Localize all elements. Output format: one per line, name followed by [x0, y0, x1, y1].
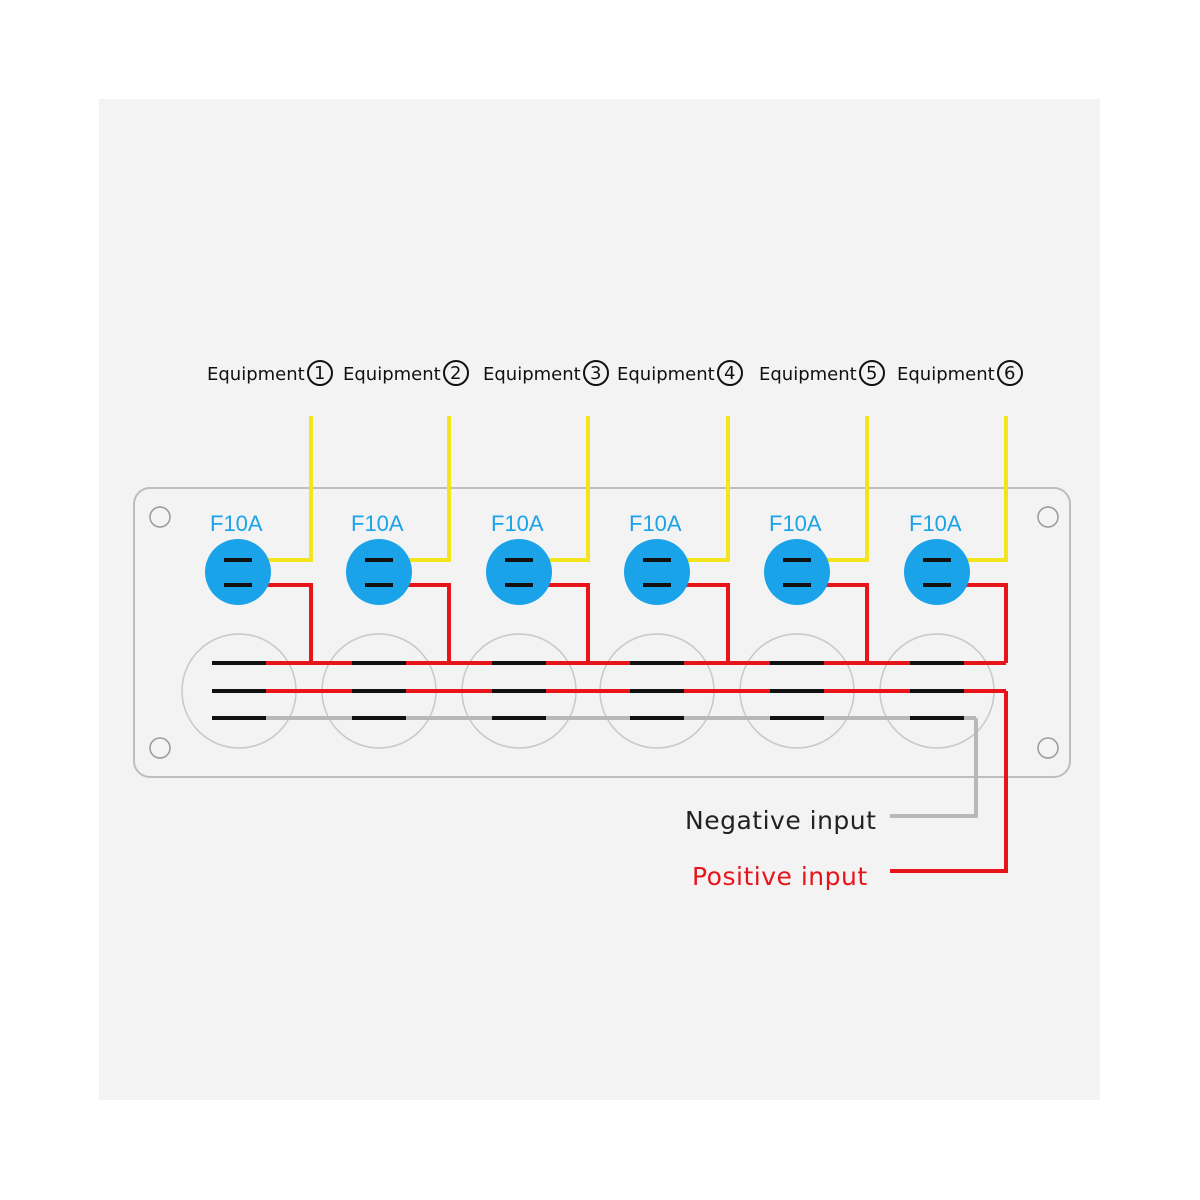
fuse-rating-label-1: F10A	[210, 511, 263, 536]
equipment-number: 6	[996, 360, 1023, 386]
fuse-rating-label-2: F10A	[351, 511, 404, 536]
equipment-label-text: Equipment	[207, 364, 305, 385]
negative-input-label: Negative input	[685, 806, 877, 835]
equipment-label-text: Equipment	[617, 364, 715, 385]
fuse-6	[904, 539, 970, 605]
mounting-hole-bottom-right	[1037, 737, 1059, 759]
mounting-hole-top-left	[149, 506, 171, 528]
equipment-label-text: Equipment	[759, 364, 857, 385]
fuse-rating-label-4: F10A	[629, 511, 682, 536]
fuse-1	[205, 539, 271, 605]
fuse-rating-label-5: F10A	[769, 511, 822, 536]
equipment-number: 2	[442, 360, 469, 386]
equipment-number: 1	[306, 360, 333, 386]
equipment-number: 4	[716, 360, 743, 386]
negative-input-wire	[890, 718, 978, 818]
equipment-label-text: Equipment	[483, 364, 581, 385]
fuse-5	[764, 539, 830, 605]
fuse-2	[346, 539, 412, 605]
equipment-number: 3	[582, 360, 609, 386]
equipment-number: 5	[858, 360, 885, 386]
switch-panel	[133, 487, 1071, 778]
fuse-4	[624, 539, 690, 605]
fuse-rating-label-6: F10A	[909, 511, 962, 536]
positive-input-wire	[890, 691, 1008, 873]
fuse-rating-label-3: F10A	[491, 511, 544, 536]
positive-input-label: Positive input	[692, 862, 868, 891]
fuse-3	[486, 539, 552, 605]
equipment-label-text: Equipment	[897, 364, 995, 385]
mounting-hole-top-right	[1037, 506, 1059, 528]
equipment-label-text: Equipment	[343, 364, 441, 385]
mounting-hole-bottom-left	[149, 737, 171, 759]
